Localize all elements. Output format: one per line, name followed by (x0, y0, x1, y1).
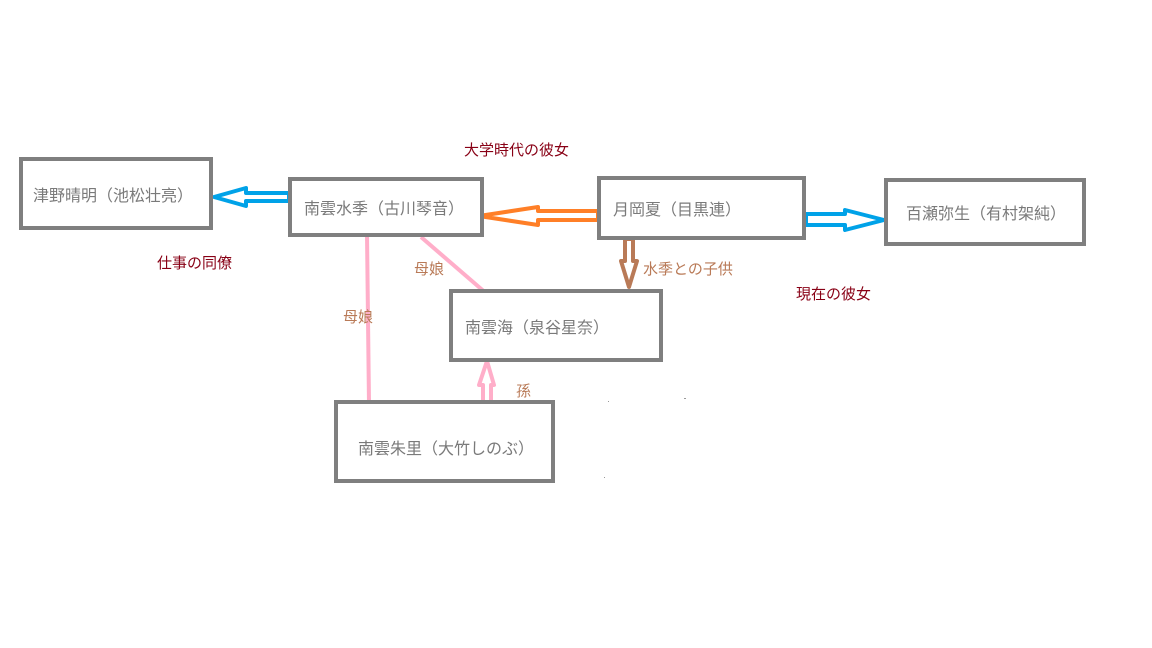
arrow-tsukioka-to-mizuki (477, 205, 600, 227)
stray-dot (604, 477, 605, 478)
arrow-tsukioka-to-umi (619, 237, 639, 289)
label-child-with-mizuki: 水季との子供 (643, 260, 733, 278)
node-tsuno-haruaki: 津野晴明（池松壮亮） (19, 157, 213, 230)
label-current-girlfriend: 現在の彼女 (796, 285, 872, 303)
node-momose-yayoi: 百瀬弥生（有村架純） (884, 178, 1086, 246)
stray-dot (684, 398, 686, 399)
node-minagumo-akari: 南雲朱里（大竹しのぶ） (334, 400, 555, 483)
label-mother-daughter-umi: 母娘 (414, 260, 445, 278)
stray-dot (608, 401, 609, 402)
node-label: 百瀬弥生（有村架純） (906, 204, 1067, 223)
node-label: 南雲水季（古川琴音） (304, 199, 465, 218)
label-coworker: 仕事の同僚 (157, 254, 233, 272)
label-college-girlfriend: 大学時代の彼女 (464, 141, 570, 159)
node-label: 南雲海（泉谷星奈） (465, 317, 610, 337)
node-label: 津野晴明（池松壮亮） (33, 185, 194, 205)
node-tsukioka-natsu: 月岡夏（目黒連） (597, 176, 806, 240)
arrow-mizuki-to-tsuno (212, 186, 291, 208)
line-mizuki-umi (419, 235, 489, 296)
node-minagumo-mizuki: 南雲水季（古川琴音） (288, 177, 484, 237)
node-label: 月岡夏（目黒連） (613, 200, 742, 219)
arrow-tsukioka-to-momose (804, 208, 886, 232)
node-label: 南雲朱里（大竹しのぶ） (358, 438, 535, 458)
label-grandchild: 孫 (516, 382, 532, 400)
line-mizuki-akari (365, 233, 371, 405)
label-mother-daughter-akari: 母娘 (343, 308, 374, 326)
node-minagumo-umi: 南雲海（泉谷星奈） (449, 289, 663, 362)
